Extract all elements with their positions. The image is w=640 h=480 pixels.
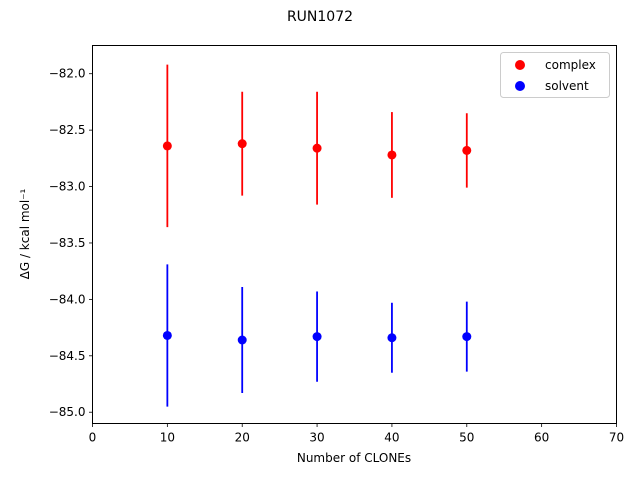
series-solvent bbox=[162, 264, 472, 407]
legend-label-solvent: solvent bbox=[545, 79, 589, 93]
plot-area bbox=[162, 64, 472, 407]
y-tick-label: −82.0 bbox=[49, 67, 86, 81]
legend-box bbox=[500, 52, 610, 98]
x-tick-label: 60 bbox=[534, 431, 549, 445]
y-tick-label: −83.0 bbox=[49, 180, 86, 194]
legend: complex solvent bbox=[500, 52, 610, 98]
y-tick-label: −82.5 bbox=[49, 123, 86, 137]
chart-title: RUN1072 bbox=[287, 9, 353, 25]
x-axis-ticks: 0 10 20 30 40 50 60 70 bbox=[89, 423, 624, 445]
y-axis-label: ΔG / kcal mol⁻¹ bbox=[18, 188, 32, 279]
data-point-complex bbox=[462, 145, 472, 155]
data-point-complex bbox=[237, 139, 247, 149]
x-tick-label: 0 bbox=[89, 431, 97, 445]
y-tick-label: −84.0 bbox=[49, 292, 86, 306]
y-tick-label: −85.0 bbox=[49, 405, 86, 419]
x-tick-label: 50 bbox=[459, 431, 474, 445]
data-point-solvent bbox=[162, 330, 172, 340]
data-point-solvent bbox=[387, 333, 397, 343]
x-tick-label: 70 bbox=[609, 431, 624, 445]
axes-frame bbox=[92, 45, 617, 424]
legend-label-complex: complex bbox=[545, 58, 596, 72]
x-tick-label: 10 bbox=[160, 431, 175, 445]
x-tick-label: 30 bbox=[309, 431, 324, 445]
y-axis-ticks: −82.0 −82.5 −83.0 −83.5 −84.0 −84.5 −85.0 bbox=[49, 67, 93, 419]
series-complex bbox=[162, 64, 472, 228]
data-point-complex bbox=[312, 143, 322, 153]
y-tick-label: −83.5 bbox=[49, 236, 86, 250]
x-tick-label: 40 bbox=[384, 431, 399, 445]
y-tick-label: −84.5 bbox=[49, 349, 86, 363]
legend-marker-complex bbox=[515, 60, 525, 70]
data-point-complex bbox=[162, 141, 172, 151]
data-point-solvent bbox=[312, 332, 322, 342]
legend-marker-solvent bbox=[515, 81, 525, 91]
data-point-solvent bbox=[237, 335, 247, 345]
x-axis-label: Number of CLONEs bbox=[297, 451, 411, 465]
data-point-solvent bbox=[462, 332, 472, 342]
x-tick-label: 20 bbox=[235, 431, 250, 445]
data-point-complex bbox=[387, 150, 397, 160]
